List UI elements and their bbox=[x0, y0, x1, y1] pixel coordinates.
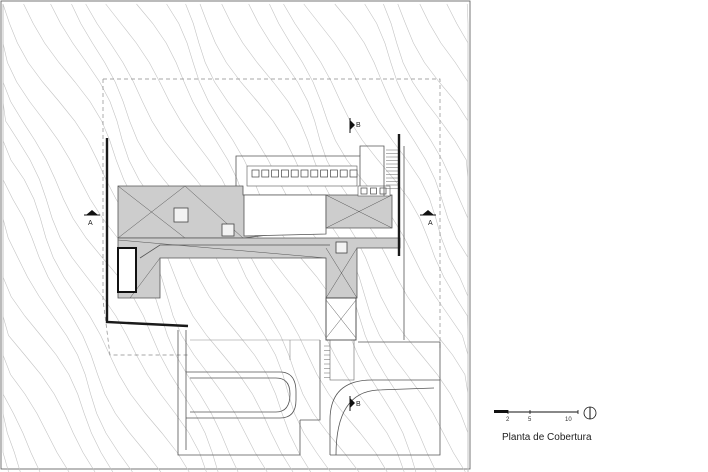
section-label: B bbox=[356, 401, 361, 408]
site-boundary-left bbox=[102, 79, 190, 356]
terrace-outline bbox=[235, 155, 361, 190]
roof-main bbox=[117, 185, 401, 299]
planter-box bbox=[370, 187, 377, 195]
curved-terrace bbox=[329, 341, 441, 455]
scale-label: 5 bbox=[528, 417, 532, 423]
planter-box bbox=[339, 169, 348, 178]
drawing-title: Planta de Cobertura bbox=[502, 432, 592, 443]
site-boundary-top bbox=[103, 78, 441, 350]
contour-line bbox=[2, 4, 41, 472]
contour-line bbox=[466, 3, 469, 472]
ramp-curve-inner bbox=[190, 377, 291, 413]
stair-outline bbox=[359, 145, 385, 196]
planter-row-east bbox=[360, 187, 387, 195]
contour-line bbox=[2, 4, 133, 472]
section-mark-a-right: A bbox=[420, 210, 436, 227]
section-label: B bbox=[356, 122, 361, 129]
sheet-frame bbox=[0, 0, 471, 470]
contour-line bbox=[2, 4, 96, 472]
roof-fold-line bbox=[117, 239, 327, 259]
enclosed-room bbox=[117, 247, 137, 293]
section-label: A bbox=[428, 220, 433, 227]
planter-box bbox=[290, 169, 299, 178]
section-mark-b-bottom: B bbox=[349, 396, 361, 411]
contour-line bbox=[2, 4, 21, 472]
planter-box bbox=[379, 187, 387, 195]
contour-line bbox=[397, 3, 469, 472]
scale-label: 10 bbox=[565, 417, 572, 423]
section-mark-a-left: A bbox=[84, 210, 100, 227]
contour-line bbox=[2, 4, 9, 472]
roof-ridge bbox=[139, 244, 330, 259]
planter-box bbox=[251, 169, 260, 178]
planter-box bbox=[330, 169, 338, 178]
planter-box bbox=[360, 187, 368, 195]
lower-ramps bbox=[177, 330, 441, 456]
north-arrow-icon bbox=[583, 406, 597, 420]
planter-box bbox=[271, 169, 279, 178]
skylight bbox=[221, 223, 235, 237]
roof-corridor bbox=[117, 237, 401, 299]
planter-box bbox=[261, 169, 270, 178]
curved-terrace-inner bbox=[335, 387, 435, 456]
skylight bbox=[335, 241, 348, 254]
terrace-north bbox=[235, 145, 398, 378]
planter-box bbox=[349, 169, 358, 178]
scale-bar: 2 5 10 bbox=[494, 410, 579, 423]
section-mark-b-top: B bbox=[349, 118, 361, 133]
contour-line bbox=[2, 4, 114, 472]
roof-fold-line bbox=[117, 185, 186, 239]
retaining-wall-west bbox=[105, 138, 189, 328]
section-label: A bbox=[88, 220, 93, 227]
contour-line bbox=[446, 3, 469, 472]
roof-fold-line bbox=[325, 247, 358, 299]
ramp-outline bbox=[177, 330, 301, 456]
planter-row bbox=[251, 169, 358, 178]
contour-line bbox=[2, 4, 219, 472]
planter-box bbox=[281, 169, 289, 178]
planter-box bbox=[310, 169, 319, 178]
stair-lower bbox=[329, 339, 355, 381]
stair-treads bbox=[324, 149, 398, 378]
planter-box bbox=[300, 169, 309, 178]
ramp-edge-east bbox=[300, 340, 321, 421]
roof-fold-line bbox=[325, 194, 393, 229]
contour-line bbox=[419, 3, 469, 472]
south-plot bbox=[330, 380, 441, 456]
ramp-curve bbox=[186, 371, 297, 419]
open-courtyard bbox=[243, 194, 327, 237]
tower-diagonal bbox=[325, 299, 357, 339]
skylight bbox=[173, 207, 189, 223]
scale-label: 2 bbox=[506, 417, 510, 423]
planter-box bbox=[320, 169, 328, 178]
